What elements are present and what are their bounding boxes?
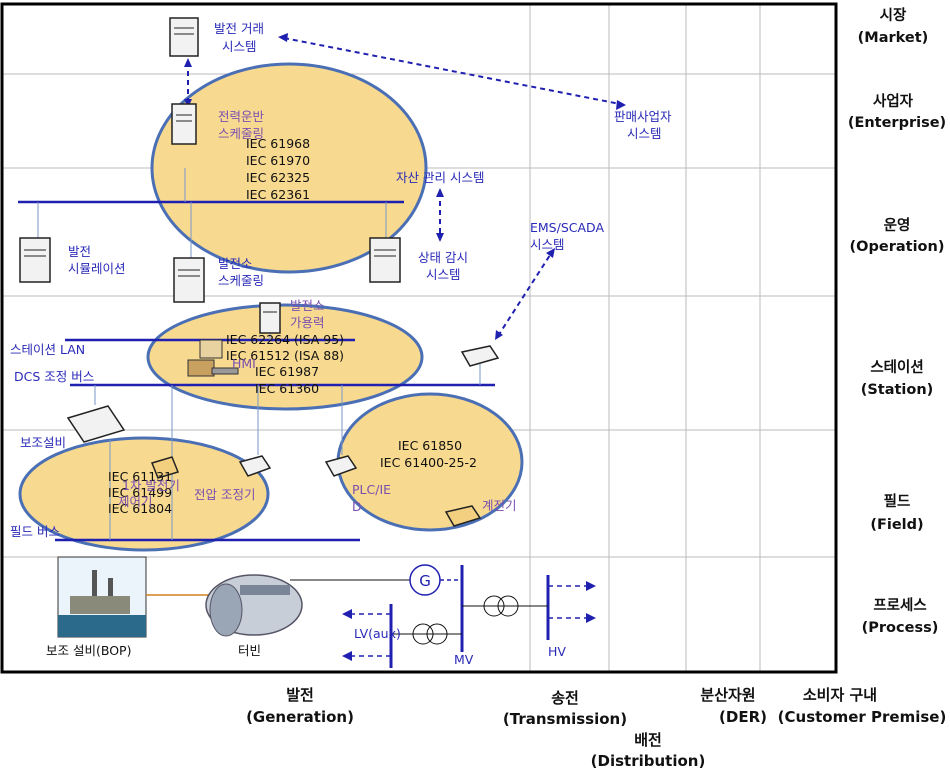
- condition-label-2: 시스템: [426, 267, 461, 282]
- zone-process-en: (Process): [862, 620, 939, 636]
- scheduling-server-icon: [171, 103, 197, 145]
- asset-label: 자산 관리 시스템: [396, 170, 484, 185]
- network-devices: [66, 345, 500, 527]
- exciter-device-icon: [150, 456, 180, 479]
- station-lan-label: 스테이션 LAN: [10, 342, 85, 357]
- transmission-std-2: IEC 61400-25-2: [380, 455, 477, 470]
- zone-field-en: (Field): [870, 517, 923, 533]
- station-std-1: IEC 62264 (ISA 95): [226, 332, 344, 347]
- zone-enterprise-en: (Enterprise): [848, 115, 946, 131]
- enterprise-ellipse: [150, 62, 428, 274]
- zone-market-en: (Market): [858, 30, 929, 46]
- field-std-3: IEC 61804: [108, 501, 172, 516]
- exciter-label-1: 1차 발전기: [122, 478, 180, 493]
- trading-label-2: 시스템: [222, 39, 257, 54]
- simulation-label-1: 발전: [68, 244, 91, 259]
- zone-station-en: (Station): [861, 382, 934, 398]
- hv-label: HV: [548, 644, 566, 659]
- bop-label: 보조 설비(BOP): [46, 643, 131, 658]
- trading-label-1: 발전 거래: [214, 21, 264, 36]
- lv-aux-label: LV(aux): [354, 626, 401, 641]
- station-std-2: IEC 61512 (ISA 88): [226, 348, 344, 363]
- transmission-std-1: IEC 61850: [398, 438, 462, 453]
- enterprise-std-1: IEC 61968: [246, 136, 310, 151]
- enterprise-std-4: IEC 62361: [246, 187, 310, 202]
- simulation-server-icon: [19, 237, 51, 283]
- availability-label-1: 발전소: [290, 298, 325, 313]
- condition-label-1: 상태 감시: [418, 250, 468, 265]
- domain-der-ko: 분산자원: [700, 686, 755, 704]
- relay-label: 계전기: [482, 498, 517, 513]
- trading-server-icon: [169, 17, 199, 57]
- scheduling-label-1: 전력운반: [218, 109, 265, 124]
- plc-label-1: PLC/IE: [352, 482, 391, 497]
- zone-station-ko: 스테이션: [870, 359, 923, 376]
- diagram-frame: [0, 2, 838, 674]
- availability-label-2: 가용력: [290, 315, 325, 330]
- generator-label: G: [419, 572, 431, 590]
- mv-label: MV: [454, 652, 474, 667]
- zone-enterprise-ko: 사업자: [873, 93, 914, 110]
- zone-market-ko: 시장: [880, 6, 907, 24]
- ems-label-2: 시스템: [530, 237, 565, 252]
- arrow-heads: [184, 33, 626, 340]
- plant-sched-label-1: 발전소: [218, 256, 253, 271]
- exciter-label-2: 제어기: [118, 494, 153, 509]
- dcs-bus-label: DCS 조정 버스: [14, 369, 94, 384]
- field-std-1: IEC 61131: [108, 469, 172, 484]
- retailer-label-1: 판매사업자: [614, 109, 672, 124]
- ems-label-1: EMS/SCADA: [530, 220, 604, 235]
- enterprise-std-2: IEC 61970: [246, 153, 310, 168]
- domain-transmission-en: (Transmission): [503, 710, 627, 728]
- system-labels: 발전 거래 시스템 판매사업자 시스템 전력운반 스케줄링 IEC 61968 …: [10, 21, 672, 667]
- zone-operation-ko: 운영: [884, 216, 911, 234]
- voltage-device-icon: [238, 455, 272, 477]
- zone-process-ko: 프로세스: [873, 597, 926, 614]
- turbine-image: [205, 574, 303, 637]
- bop-plant-image: [57, 556, 147, 638]
- station-ellipse: [146, 303, 424, 411]
- field-std-2: IEC 61499: [108, 485, 172, 500]
- hmi-label: HMI: [232, 356, 256, 371]
- plc-device-icon: [324, 455, 358, 477]
- field-bus-label: 필드 버스: [10, 524, 60, 539]
- retailer-label-2: 시스템: [627, 126, 662, 141]
- buses: [18, 200, 495, 542]
- power-lines: [342, 565, 596, 668]
- zone-operation-en: (Operation): [850, 239, 945, 255]
- relay-device-icon: [444, 505, 482, 527]
- scheduling-label-2: 스케줄링: [218, 126, 264, 141]
- domain-generation-en: (Generation): [246, 708, 354, 726]
- zone-field-ko: 필드: [884, 492, 911, 510]
- plc-label-2: D: [352, 499, 362, 514]
- domain-distribution-en: (Distribution): [591, 752, 706, 770]
- simulation-label-2: 시뮬레이션: [68, 261, 126, 276]
- zone-labels: 시장 (Market) 사업자 (Enterprise) 운영 (Operati…: [848, 6, 946, 636]
- dashed-links: [187, 37, 621, 337]
- domain-der-en: (DER): [719, 708, 767, 726]
- domain-transmission-ko: 송전: [551, 689, 579, 707]
- turbine-label: 터빈: [238, 643, 261, 658]
- plant-scheduling-server-icon: [173, 257, 205, 303]
- plant-sched-label-2: 스케줄링: [218, 273, 264, 288]
- condition-server-icon: [369, 237, 401, 283]
- hmi-computer-icon: [187, 339, 239, 377]
- availability-server-icon: [259, 302, 281, 334]
- domain-customer-en: (Customer Premise): [778, 708, 947, 726]
- aux-label: 보조설비: [20, 435, 66, 450]
- station-std-3: IEC 61987: [255, 364, 319, 379]
- domain-generation-ko: 발전: [286, 686, 314, 704]
- domain-customer-ko: 소비자 구내: [803, 686, 877, 704]
- domain-distribution-ko: 배전: [634, 731, 662, 749]
- domain-labels: 발전 (Generation) 송전 (Transmission) 배전 (Di…: [246, 686, 946, 770]
- station-std-4: IEC 61360: [255, 381, 319, 396]
- station-switch-icon: [460, 345, 500, 367]
- aux-device-icon: [66, 405, 126, 443]
- field-ellipse: [18, 436, 270, 552]
- voltage-reg-label: 전압 조정기: [194, 487, 255, 502]
- enterprise-std-3: IEC 62325: [246, 170, 310, 185]
